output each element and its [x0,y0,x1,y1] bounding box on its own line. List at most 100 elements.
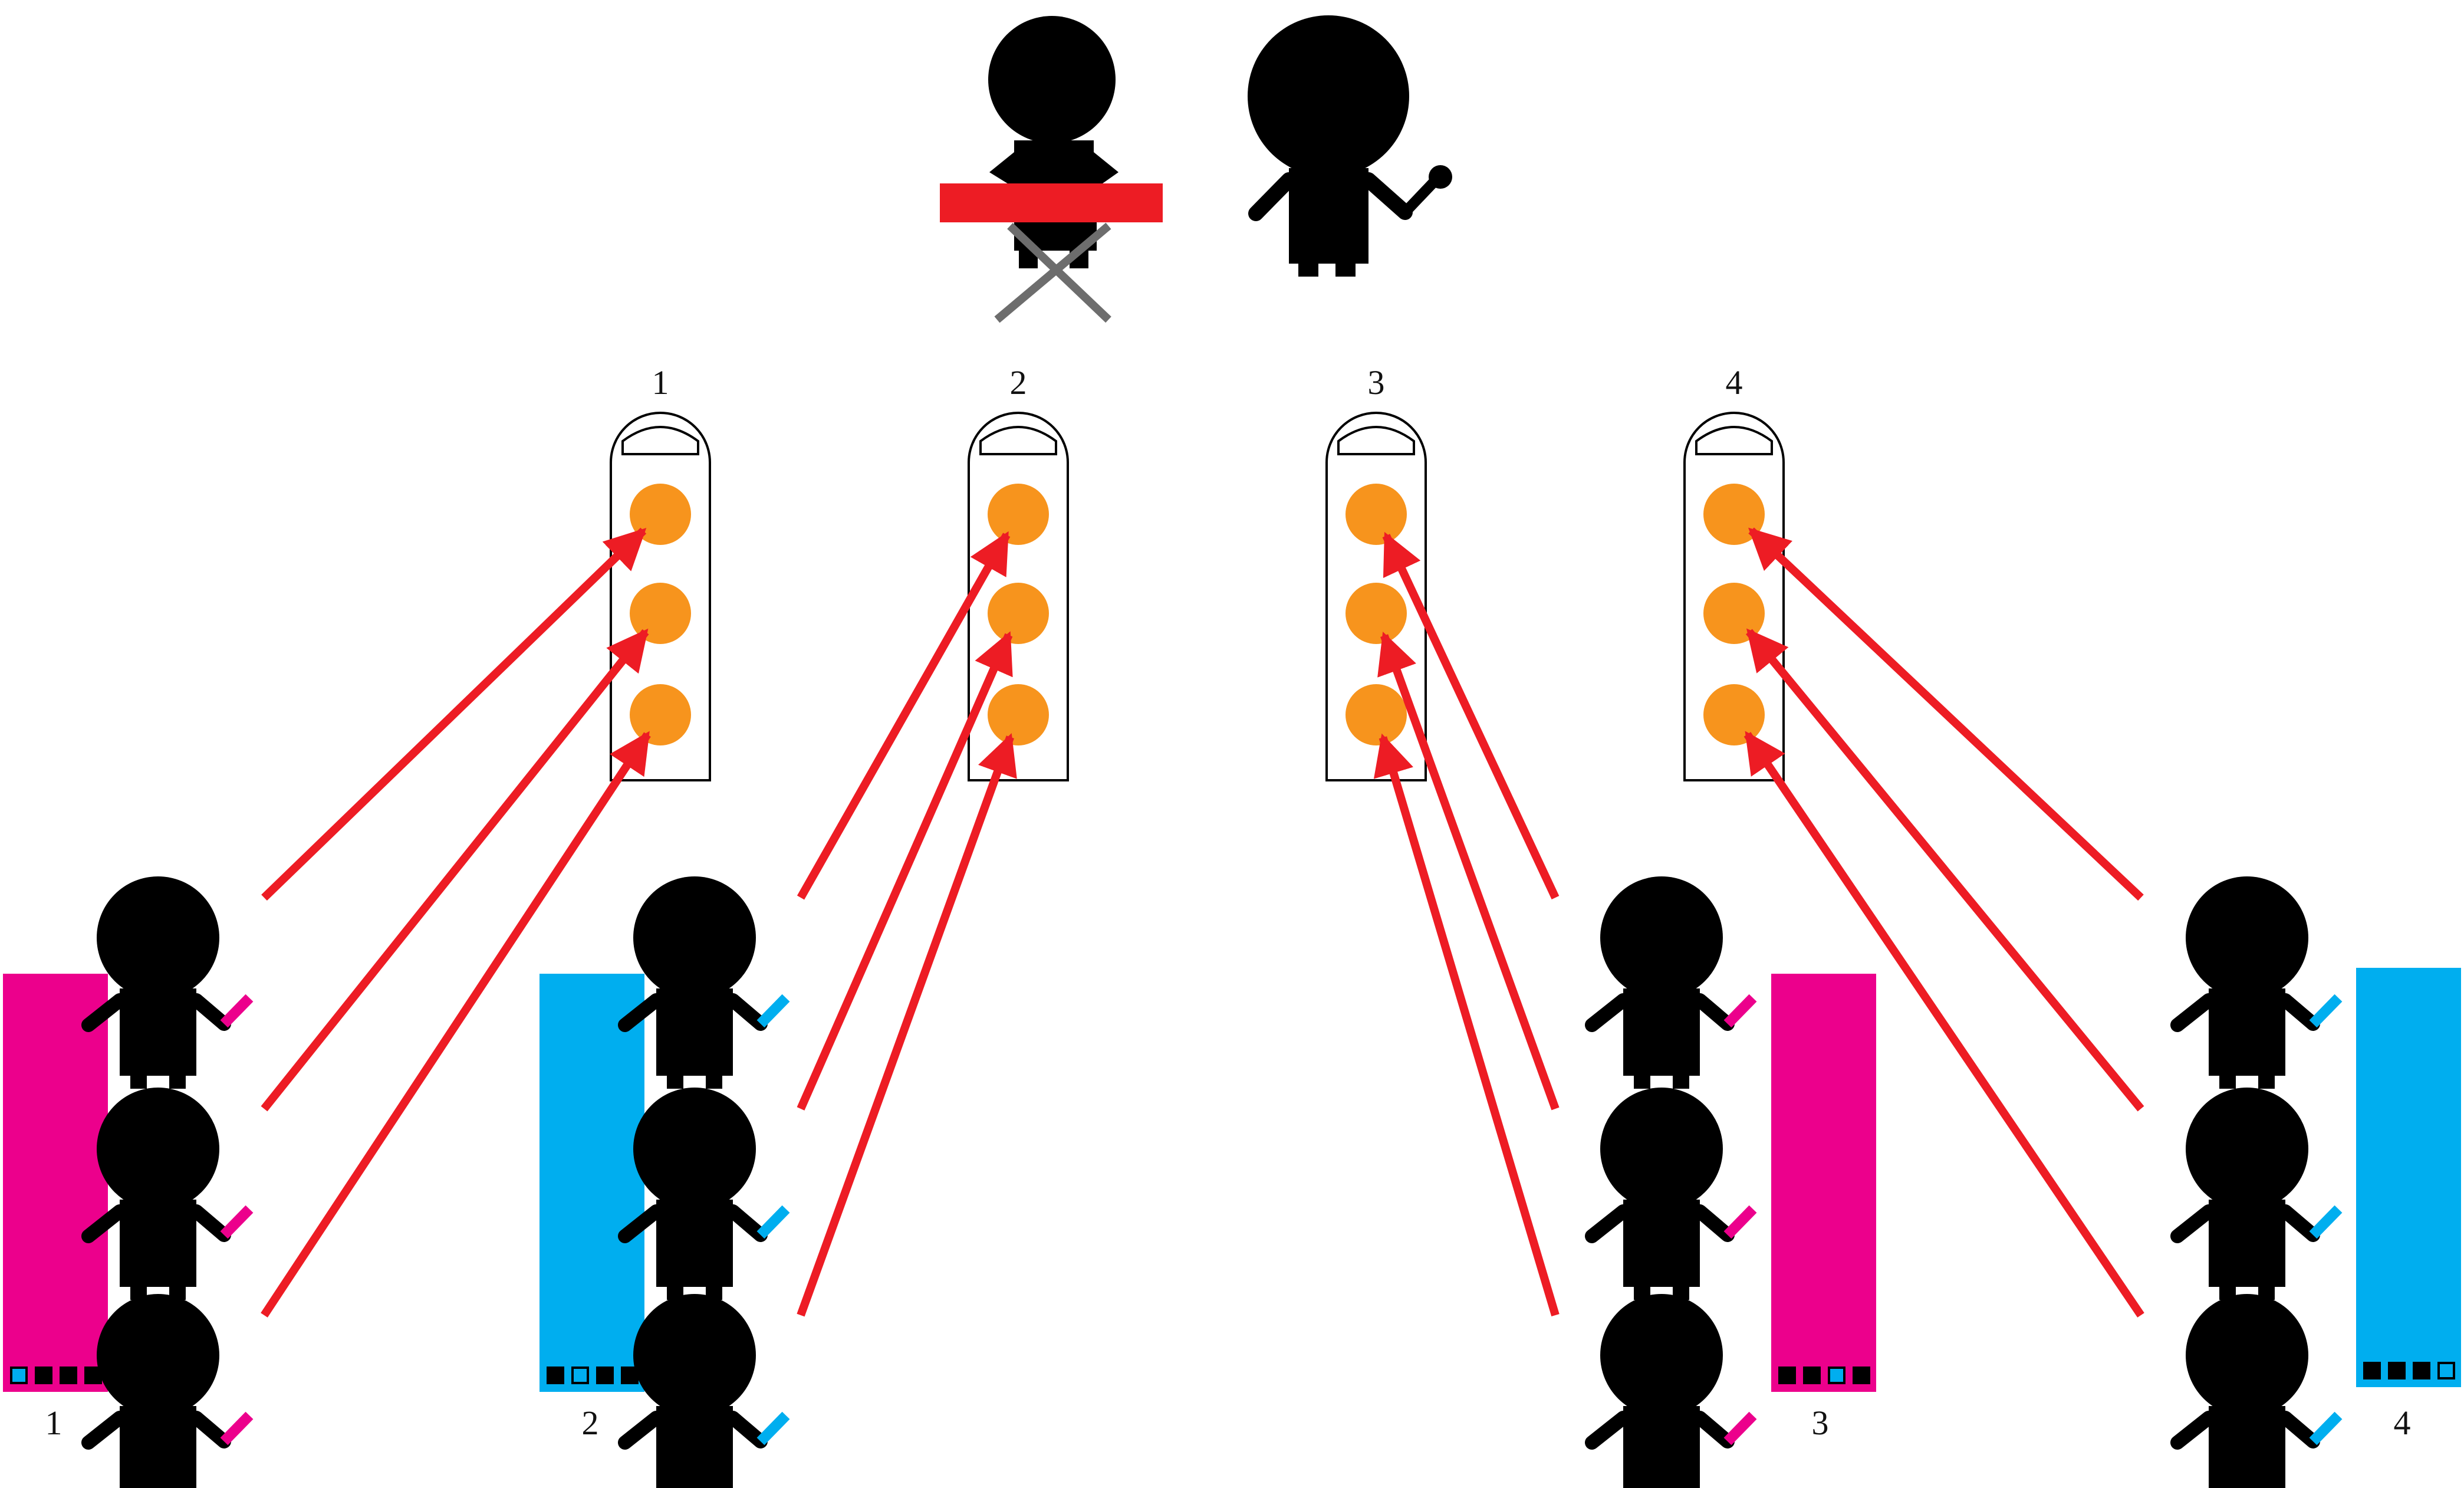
person-leg [1634,1076,1650,1089]
person-icon [618,876,790,1089]
person-icon [81,1088,254,1300]
pen-icon [1723,1411,1757,1446]
team-banner [539,974,644,1392]
figure-waving [1248,15,1452,277]
person-arm [189,1204,231,1242]
person-body [1623,1200,1700,1287]
person-arm [1585,1204,1630,1243]
person-icon [2170,1088,2343,1300]
person-icon [1585,1294,1757,1488]
person-body [2209,988,2285,1076]
person-body [120,1200,196,1287]
person-head [97,1088,219,1210]
light-icon [630,684,691,745]
arrow-connector [1373,733,1560,1317]
person-head [1600,1294,1723,1417]
person-head [1248,15,1409,177]
person-arm [81,1411,127,1450]
group-3: 3 [1585,876,1876,1488]
person-arm [726,1204,768,1242]
group-4: 4 [2170,876,2461,1488]
team-banner [1771,974,1876,1392]
slot-square-active [2437,1362,2455,1379]
arrow-connector [1748,527,2144,901]
arrow-connector [1745,628,2144,1112]
person-arm [726,1411,768,1448]
person-icon [1585,1088,1757,1300]
arrow-connector [797,733,1017,1317]
pen-icon [756,994,790,1028]
person-head [2186,1294,2308,1417]
station-handle [1337,426,1415,455]
person-leg [667,1076,683,1089]
pen-icon [220,1411,254,1446]
person-body [656,1406,733,1488]
person-body [120,988,196,1076]
arrow-connector [797,631,1013,1111]
person-icon [81,1294,254,1488]
person-leg [1335,264,1356,277]
pen-icon [756,1411,790,1446]
person-arm [189,1411,231,1448]
slot-square-active [571,1367,589,1384]
pen-icon [2309,1411,2343,1446]
person-arm [2170,1204,2216,1243]
arrow-connector [261,731,651,1318]
person-head [2186,1088,2308,1210]
group-label: 2 [582,1404,599,1442]
person-icon [1585,876,1757,1089]
person-arm [1585,993,1630,1032]
station-label: 2 [1010,363,1027,402]
slot-square [547,1367,564,1384]
team-banner [2356,968,2461,1387]
person-head [988,16,1116,143]
slot-square-active [1828,1367,1845,1384]
station-1: 1 [610,363,711,781]
person-arm [2278,1411,2320,1448]
station-4: 4 [1683,363,1785,781]
person-arm [1693,1411,1735,1448]
light-icon [1703,684,1765,745]
pen-icon [2309,994,2343,1028]
person-head [633,1294,756,1417]
person-arm [189,993,231,1031]
arrow-connector [261,527,647,901]
person-arm [1693,993,1735,1031]
light-icon [1346,484,1407,545]
person-leg [1298,264,1318,277]
station-handle [1695,426,1773,455]
person-body [2209,1200,2285,1287]
person-arm [1248,172,1297,221]
station-label: 4 [1726,363,1743,402]
person-arm [2278,993,2320,1031]
group-label: 3 [1812,1404,1829,1442]
person-head [1600,876,1723,999]
pen-icon [2309,1205,2343,1239]
person-body [120,1406,196,1488]
person-body [1289,168,1368,264]
person-arm [1693,1204,1735,1242]
arrow-connector [1743,731,2144,1318]
person-leg [1673,1076,1689,1089]
light-icon [988,583,1049,644]
person-arm [2170,1411,2216,1450]
arrow-connector [1382,531,1560,899]
group-2: 2 [539,876,790,1488]
person-body [1623,1406,1700,1488]
slot-square [596,1367,614,1384]
slot-square [1803,1367,1821,1384]
slot-square [2388,1362,2406,1379]
slot-square-active [10,1367,28,1384]
station-label: 3 [1368,363,1385,402]
slot-square [2413,1362,2430,1379]
slot-square [60,1367,77,1384]
person-head [633,876,756,999]
person-icon [2170,876,2343,1089]
slot-square [1853,1367,1870,1384]
person-head [97,876,219,999]
person-leg [130,1076,147,1089]
person-icon [2170,1294,2343,1488]
person-head [633,1088,756,1210]
